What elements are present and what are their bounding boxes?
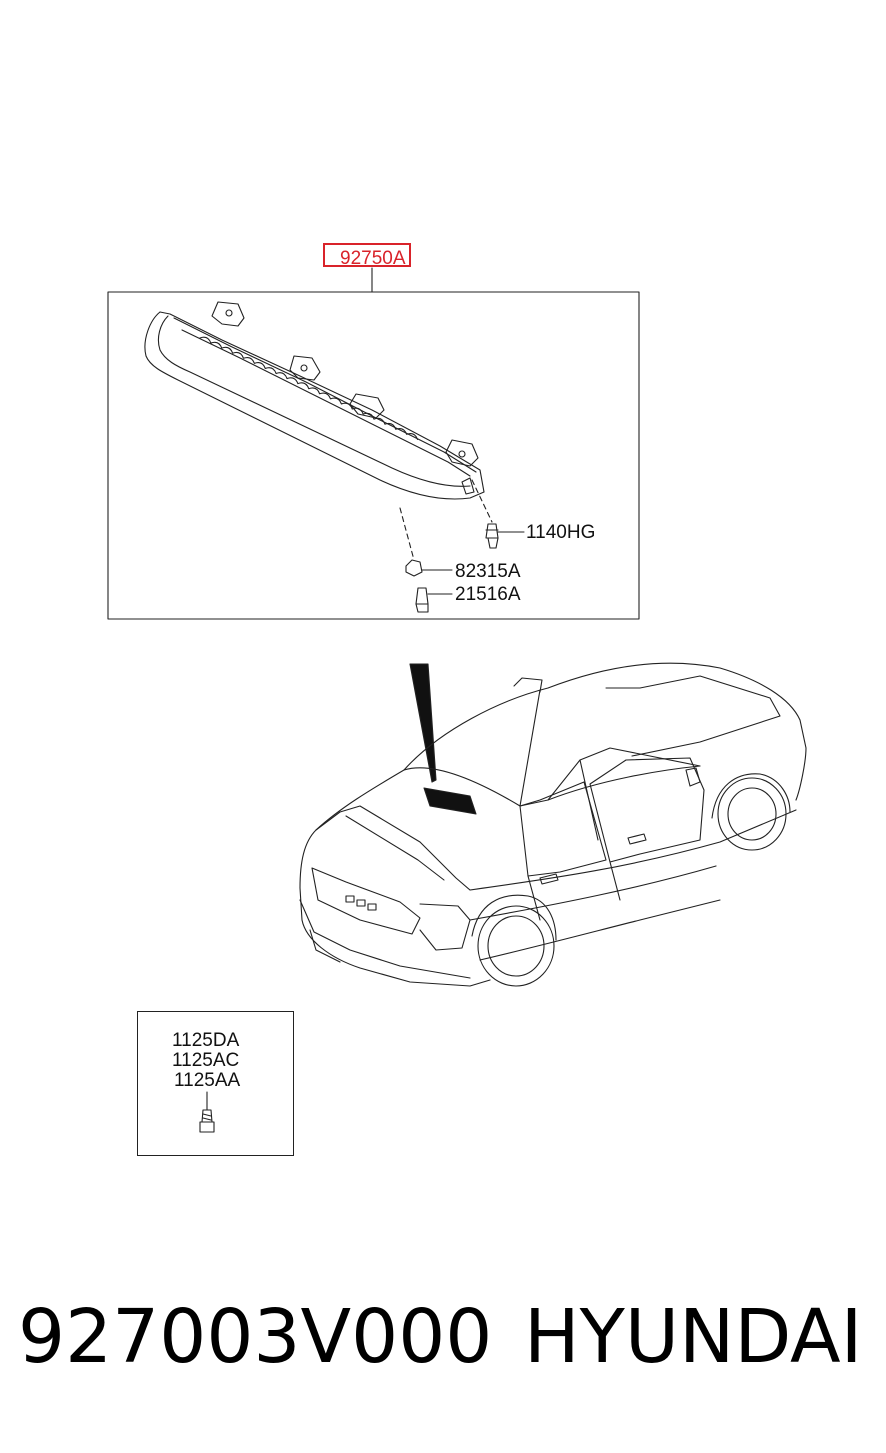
small-bolt-icon xyxy=(199,1091,215,1133)
footer-brand: HYUNDAI xyxy=(524,1294,863,1380)
label-bolt: 21516A xyxy=(455,584,521,605)
fastener-label-2: 1125AC xyxy=(172,1050,240,1071)
callout-box[interactable] xyxy=(323,243,411,267)
fastener-label-3: 1125AA xyxy=(174,1070,241,1091)
bolt-icon xyxy=(415,587,453,613)
footer-part-code: 927003V000 xyxy=(18,1294,493,1380)
nut-icon xyxy=(405,559,453,577)
pointer-wedge xyxy=(409,663,437,783)
guide-line-screw xyxy=(471,479,493,523)
callout-part-number[interactable]: 92750A xyxy=(340,248,406,269)
label-nut: 82315A xyxy=(455,561,521,582)
screw-icon xyxy=(485,523,525,549)
fastener-box xyxy=(137,1011,294,1156)
car-illustration xyxy=(299,662,807,987)
guide-line-nut xyxy=(399,507,415,561)
fastener-label-1: 1125DA xyxy=(172,1030,240,1051)
label-screw: 1140HG xyxy=(526,522,596,543)
detail-frame xyxy=(107,291,640,620)
high-mount-stop-lamp xyxy=(144,301,485,500)
